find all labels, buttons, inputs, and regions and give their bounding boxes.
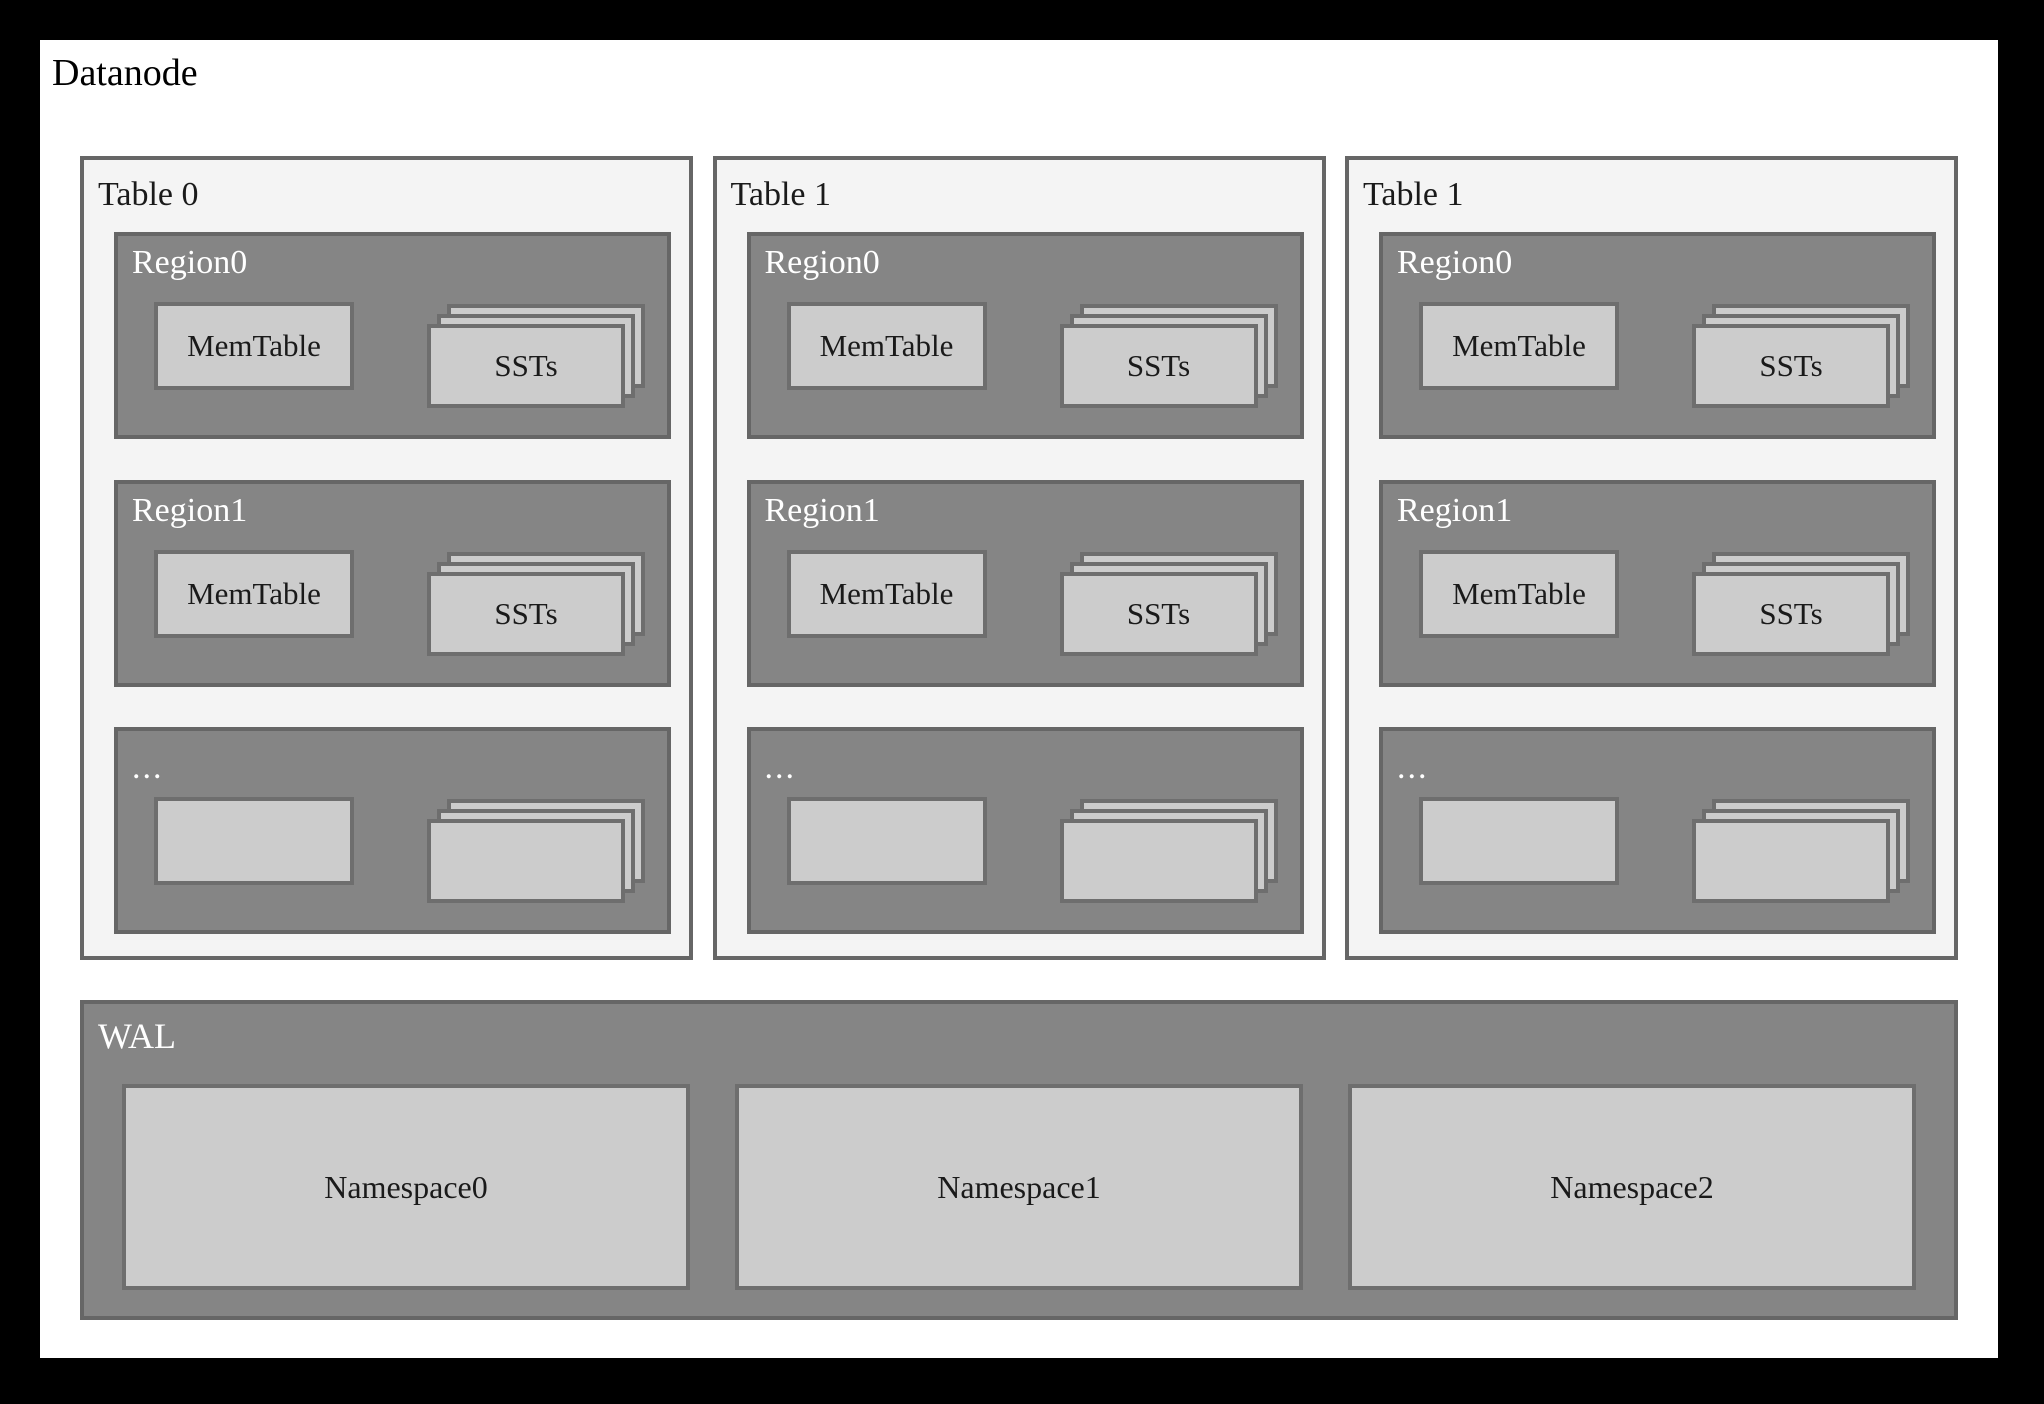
sst-stack[interactable]: SSTs — [427, 304, 645, 408]
sst-layer-front: SSTs — [1059, 324, 1258, 408]
region-inner: MemTable SSTs — [154, 549, 645, 656]
sst-layer-front: SSTs — [1692, 324, 1890, 408]
memtable-card[interactable]: MemTable — [154, 302, 354, 390]
region-box[interactable]: Region1 MemTable SSTs — [746, 479, 1304, 687]
region-inner — [154, 797, 645, 903]
namespaces-row: Namespace0 Namespace1 Namespace2 — [122, 1084, 1916, 1290]
sst-layer-front — [1692, 819, 1890, 903]
region-inner: MemTable SSTs — [786, 302, 1278, 408]
region-inner — [1419, 797, 1910, 903]
sst-layer-front — [427, 819, 625, 903]
region-box[interactable]: Region1 MemTable SSTs — [1379, 479, 1936, 687]
tables-row: Table 0 Region0 MemTable SSTs Region1 — [80, 156, 1958, 960]
regions-wrap: Region0 MemTable SSTs Region1 MemTable — [746, 232, 1304, 934]
wal-box[interactable]: WAL Namespace0 Namespace1 Namespace2 — [80, 1000, 1958, 1320]
memtable-card[interactable]: MemTable — [1419, 549, 1619, 638]
region-box[interactable]: Region0 MemTable SSTs — [1379, 232, 1936, 439]
datanode-panel: Datanode Table 0 Region0 MemTable SSTs — [40, 40, 1998, 1358]
region-box-more[interactable]: ... — [1379, 727, 1936, 934]
table-box-2[interactable]: Table 1 Region0 MemTable SSTs Region1 — [1345, 156, 1958, 960]
wal-label: WAL — [98, 1016, 176, 1056]
region-label: Region0 — [132, 244, 248, 281]
region-box-more[interactable]: ... — [114, 727, 671, 934]
memtable-card-placeholder[interactable] — [786, 797, 987, 885]
table-box-1[interactable]: Table 1 Region0 MemTable SSTs Region1 — [712, 156, 1326, 960]
sst-stack[interactable]: SSTs — [1059, 304, 1278, 408]
ellipsis-label: ... — [132, 749, 164, 786]
region-label: Region0 — [1397, 244, 1513, 281]
region-inner: MemTable SSTs — [786, 549, 1278, 656]
sst-stack-placeholder[interactable] — [1692, 799, 1910, 903]
table-box-0[interactable]: Table 0 Region0 MemTable SSTs Region1 — [80, 156, 693, 960]
sst-stack[interactable]: SSTs — [1692, 551, 1910, 656]
memtable-card-placeholder[interactable] — [154, 797, 354, 885]
regions-wrap: Region0 MemTable SSTs Region1 MemTable — [1379, 232, 1936, 934]
sst-stack[interactable]: SSTs — [427, 551, 645, 656]
region-label: Region1 — [1397, 491, 1513, 529]
sst-layer-front: SSTs — [427, 324, 625, 408]
table-label: Table 0 — [98, 176, 199, 213]
table-label: Table 1 — [730, 176, 832, 213]
sst-stack[interactable]: SSTs — [1059, 551, 1278, 656]
region-inner: MemTable SSTs — [1419, 302, 1910, 408]
namespace-box-0[interactable]: Namespace0 — [122, 1084, 690, 1290]
memtable-card[interactable]: MemTable — [786, 549, 987, 638]
sst-stack-placeholder[interactable] — [427, 799, 645, 903]
namespace-box-1[interactable]: Namespace1 — [735, 1084, 1303, 1290]
region-box[interactable]: Region1 MemTable SSTs — [114, 479, 671, 687]
datanode-title: Datanode — [52, 52, 198, 94]
region-box-more[interactable]: ... — [746, 727, 1304, 934]
ellipsis-label: ... — [764, 749, 796, 786]
sst-stack[interactable]: SSTs — [1692, 304, 1910, 408]
sst-layer-front: SSTs — [1059, 571, 1258, 656]
sst-layer-front — [1059, 819, 1258, 903]
region-box[interactable]: Region0 MemTable SSTs — [746, 232, 1304, 439]
region-inner — [786, 797, 1278, 903]
table-label: Table 1 — [1363, 176, 1464, 213]
region-inner: MemTable SSTs — [154, 302, 645, 408]
regions-wrap: Region0 MemTable SSTs Region1 MemTable — [114, 232, 671, 934]
ellipsis-label: ... — [1397, 749, 1429, 786]
sst-stack-placeholder[interactable] — [1059, 799, 1278, 903]
region-label: Region0 — [764, 244, 880, 281]
region-inner: MemTable SSTs — [1419, 549, 1910, 656]
memtable-card[interactable]: MemTable — [1419, 302, 1619, 390]
region-box[interactable]: Region0 MemTable SSTs — [114, 232, 671, 439]
sst-layer-front: SSTs — [427, 571, 625, 656]
memtable-card-placeholder[interactable] — [1419, 797, 1619, 885]
namespace-box-2[interactable]: Namespace2 — [1348, 1084, 1916, 1290]
memtable-card[interactable]: MemTable — [786, 302, 987, 390]
region-label: Region1 — [132, 491, 248, 529]
memtable-card[interactable]: MemTable — [154, 549, 354, 638]
sst-layer-front: SSTs — [1692, 571, 1890, 656]
region-label: Region1 — [764, 491, 880, 529]
